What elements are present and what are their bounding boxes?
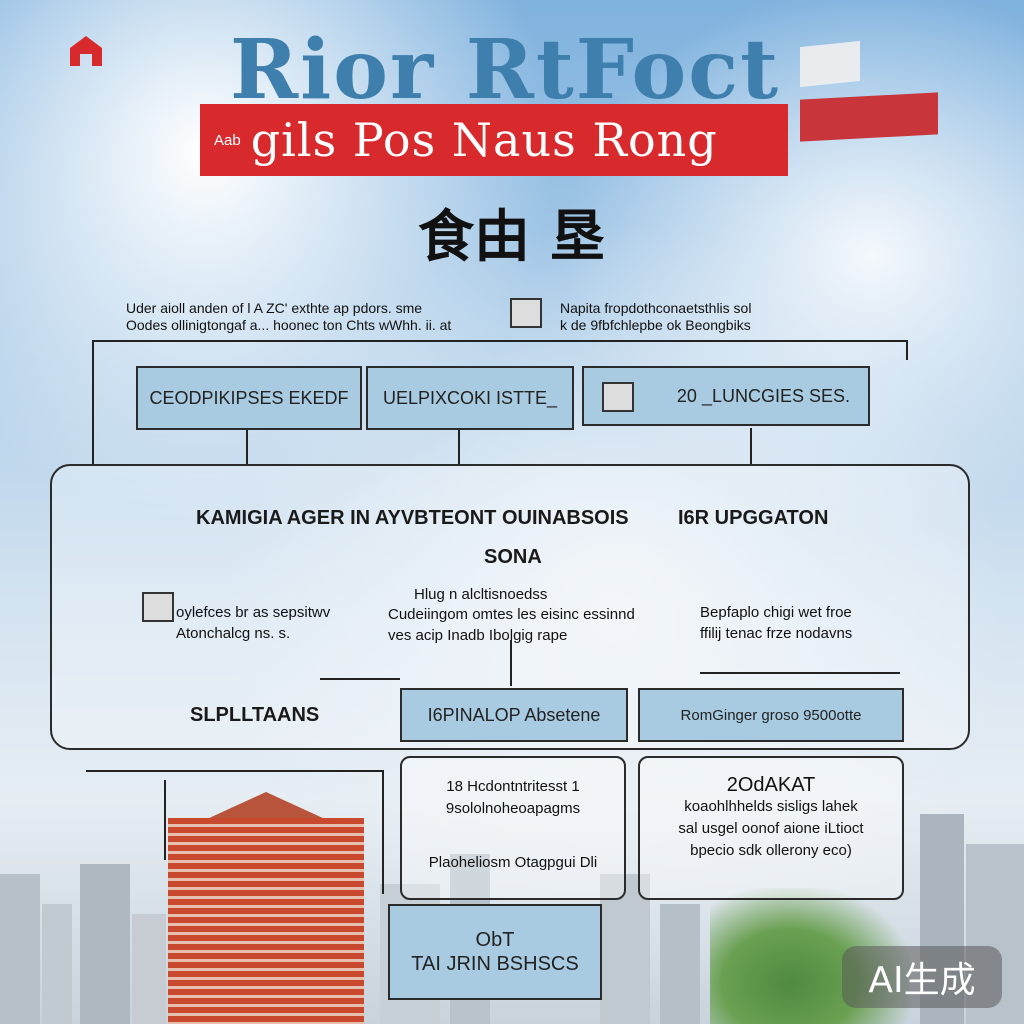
panel-heading-right: I6R UPGGATON (678, 507, 829, 529)
intro-left-line1: Uder aioll anden of l A ZC' exthte ap pd… (126, 300, 423, 316)
connector-left (92, 340, 94, 464)
info-card-1: 18 Hcdontntritesst 1 9sololnoheoapagms P… (400, 756, 626, 900)
info-card-2-line2: koaohlhhelds sisligs lahek (684, 798, 858, 815)
info-card-2-line4: bpecio sdk ollerony eco) (690, 842, 852, 859)
intro-right: Napita fropdothconaetsthlis sol k de 9fb… (560, 300, 751, 334)
intro-right-line2: k de 9fbfchlepbe ok Beongbiks (560, 317, 751, 333)
panel-desc-left-2: Atonchalcg ns. s. (176, 625, 291, 642)
person-icon (142, 592, 174, 622)
bottom-box-line1: ObT (475, 929, 515, 951)
red-tower-building (168, 818, 364, 1024)
panel-center-top: Hlug n alcltisnoedss (414, 586, 548, 603)
top-box-3: 20 _LUNCGIES SES. (582, 366, 870, 426)
intro-left-line2: Oodes ollinigtongaf a... hoonec ton Chts… (126, 317, 452, 333)
connector-mid-center (510, 640, 512, 686)
connector-right (906, 340, 908, 360)
connector-lower (86, 770, 384, 772)
badge-icon (602, 382, 634, 412)
panel-desc-right-1: Bepfaplo chigi wet froe (700, 604, 852, 621)
connector-mid-right (700, 672, 900, 674)
connector-drop-1 (246, 428, 248, 464)
top-box-2: UELPIXCOKI ISTTE_ (366, 366, 574, 430)
page-title: Rior RtFoct (230, 22, 780, 118)
top-box-3-label: 20 _LUNCGIES SES. (676, 385, 850, 406)
connector-drop-2 (458, 428, 460, 464)
info-card-1-line2: 9sololnoheoapagms (445, 800, 581, 817)
bottom-box-line2: TAI JRIN BSHSCS (411, 953, 579, 975)
intro-left: Uder aioll anden of l A ZC' exthte ap pd… (126, 300, 451, 334)
panel-center-label: SONA (484, 546, 542, 568)
mid-box-2: RomGinger groso 9500otte (638, 688, 904, 742)
panel-desc-left: oylefces br as sepsitwv Atonchalcg ns. s… (176, 602, 330, 644)
document-icon (510, 298, 542, 328)
panel-desc-right: Bepfaplo chigi wet froe ffilij tenac frz… (700, 602, 852, 644)
info-card-2-line1: 2OdAKAT (726, 774, 816, 796)
panel-desc-right-2: ffilij tenac frze nodavns (700, 625, 853, 642)
connector-mid-left (320, 678, 400, 680)
info-card-2: 2OdAKAT koaohlhhelds sisligs lahek sal u… (638, 756, 904, 900)
panel-desc-center-1: Cudeiingom omtes les eisinc essinnd (388, 606, 635, 623)
info-card-1-line1: 18 Hcdontntritesst 1 (446, 778, 580, 795)
panel-side-label: SLPLLTAANS (190, 704, 320, 726)
bottom-box: ObT TAI JRIN BSHSCS (388, 904, 602, 1000)
connector-drop-3 (750, 428, 752, 464)
panel-heading-left: KAMIGIA AGER IN AYVBTEONT OUINABSOIS (196, 507, 629, 529)
intro-right-line1: Napita fropdothconaetsthlis sol (560, 300, 752, 316)
panel-desc-left-1: oylefces br as sepsitwv (176, 604, 331, 621)
panel-desc-center-2: ves acip Inadb Ibolgig rape (388, 627, 568, 644)
mid-box-1: I6PINALOP Absetene (400, 688, 628, 742)
flag-decoration-red (800, 92, 938, 142)
banner-small-label: Aab (214, 131, 241, 149)
info-card-1-line3: Plaoheliosm Otagpgui Dli (428, 854, 598, 871)
red-house-logo-icon (70, 36, 102, 66)
connector-tower (164, 780, 166, 860)
panel-desc-center: Cudeiingom omtes les eisinc essinnd ves … (388, 604, 635, 646)
ai-watermark: AI生成 (842, 946, 1002, 1008)
connector-lower-drop (382, 770, 384, 894)
info-card-2-line3: sal usgel oonof aione iLtioct (678, 820, 864, 837)
banner-text: gils Pos Naus Rong (250, 113, 718, 167)
chinese-heading: 食由 垦 (418, 204, 606, 270)
flag-decoration (800, 40, 860, 88)
connector-top (92, 340, 908, 342)
title-banner: Aab gils Pos Naus Rong (200, 104, 788, 176)
top-box-1: CEODPIKIPSES EKEDF (136, 366, 362, 430)
